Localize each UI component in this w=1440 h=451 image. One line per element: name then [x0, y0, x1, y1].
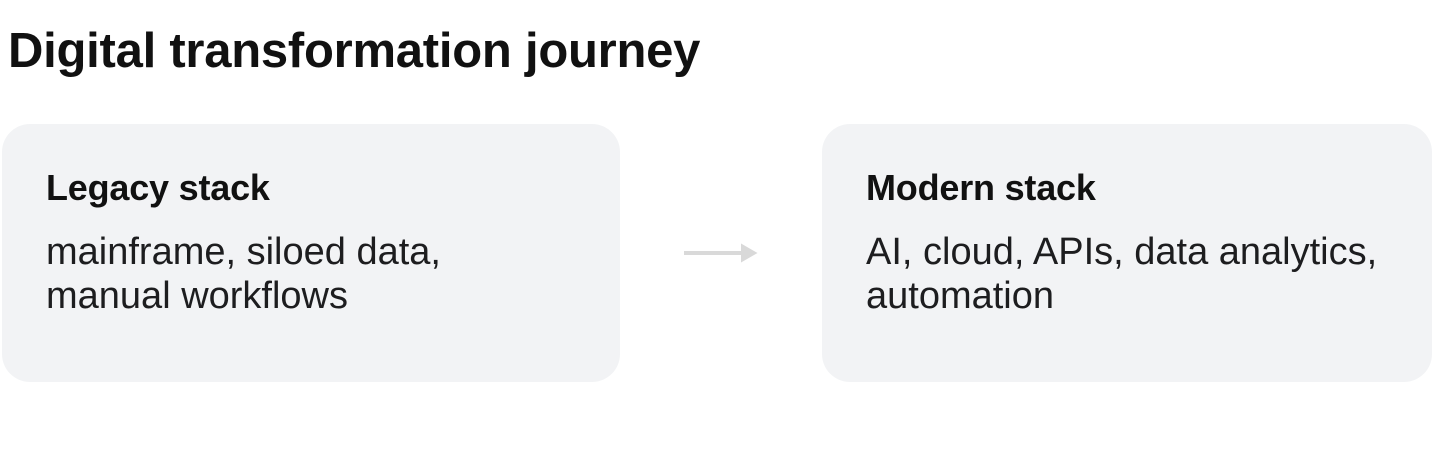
legacy-stack-description: mainframe, siloed data, manual workflows [46, 231, 441, 318]
legacy-stack-heading: Legacy stack [46, 167, 270, 209]
modern-stack-heading: Modern stack [866, 167, 1096, 209]
page-title: Digital transformation journey [8, 24, 701, 78]
transition-arrow-cell [620, 124, 822, 382]
modern-stack-description: AI, cloud, APIs, data analytics, automat… [866, 231, 1378, 318]
transformation-diagram: Legacy stack mainframe, siloed data, man… [2, 124, 1432, 383]
legacy-stack-card: Legacy stack mainframe, siloed data, man… [2, 124, 620, 383]
right-arrow-icon [684, 243, 758, 263]
modern-stack-card: Modern stack AI, cloud, APIs, data analy… [822, 124, 1432, 383]
